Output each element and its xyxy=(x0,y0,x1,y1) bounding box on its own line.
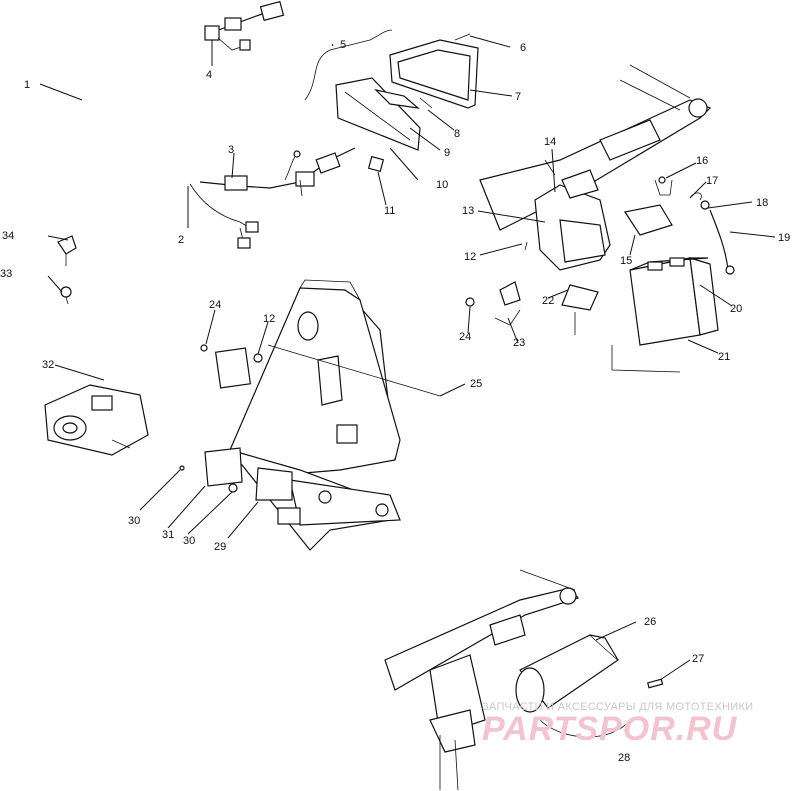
callout-26: 26 xyxy=(644,616,656,628)
callout-labels: 1 2 3 4 5 6 7 8 9 10 11 14 13 12 15 16 1… xyxy=(0,39,790,764)
callout-28: 28 xyxy=(618,752,630,764)
callout-8: 8 xyxy=(454,128,460,140)
callout-2: 2 xyxy=(178,234,184,246)
callout-17: 17 xyxy=(706,175,718,187)
callout-3: 3 xyxy=(228,144,234,156)
callout-27: 27 xyxy=(692,653,704,665)
callout-10: 10 xyxy=(436,179,448,191)
wiring-harness xyxy=(74,0,356,249)
callout-31: 31 xyxy=(162,529,174,541)
callout-30: 30 xyxy=(183,535,195,547)
callout-24-left: 24 xyxy=(209,299,221,311)
watermark-caption: ЗАПЧАСТИ И АКСЕССУАРЫ ДЛЯ МОТОТЕХНИКИ xyxy=(482,701,753,713)
callout-15: 15 xyxy=(620,255,632,267)
ignition-modules xyxy=(179,447,293,501)
callout-29: 29 xyxy=(214,541,226,553)
frame-battery-area xyxy=(465,64,735,373)
callout-7: 7 xyxy=(515,91,521,103)
small-parts-left xyxy=(57,235,77,305)
callout-23: 23 xyxy=(513,337,525,349)
callout-5: 5 xyxy=(340,39,346,51)
callout-19: 19 xyxy=(778,232,790,244)
callout-12: 12 xyxy=(464,251,476,263)
callout-32: 32 xyxy=(42,359,54,371)
callout-20: 20 xyxy=(730,303,742,315)
callout-13: 13 xyxy=(462,205,474,217)
tail-light-assembly xyxy=(304,29,479,173)
watermark-logo: PARTSPOR.RU xyxy=(482,710,738,748)
callout-24-right: 24 xyxy=(459,331,471,343)
cdi-box xyxy=(44,384,149,456)
callout-21: 21 xyxy=(718,351,730,363)
callout-1: 1 xyxy=(24,79,30,91)
callout-22: 22 xyxy=(542,295,554,307)
callout-14: 14 xyxy=(544,136,556,148)
callout-12-left: 12 xyxy=(263,313,275,325)
callout-33: 33 xyxy=(0,268,12,280)
callout-30-left: 30 xyxy=(128,515,140,527)
center-frame xyxy=(200,279,441,551)
callout-18: 18 xyxy=(756,197,768,209)
callout-25: 25 xyxy=(470,378,482,390)
callout-11: 11 xyxy=(384,205,395,217)
watermark: ЗАПЧАСТИ И АКСЕССУАРЫ ДЛЯ МОТОТЕХНИКИ PA… xyxy=(482,701,753,748)
callout-9: 9 xyxy=(444,147,450,159)
callout-34: 34 xyxy=(2,230,14,242)
callout-6: 6 xyxy=(520,42,526,54)
callout-4: 4 xyxy=(206,69,212,81)
starter-assembly xyxy=(384,569,664,791)
leader-lines xyxy=(39,35,776,681)
callout-16: 16 xyxy=(696,155,708,167)
